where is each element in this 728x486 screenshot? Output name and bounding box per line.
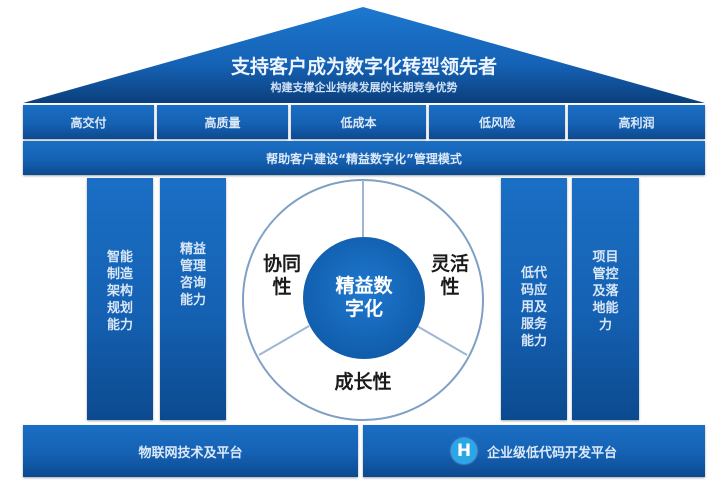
management-model-band: 帮助客户建设“精益数字化”管理模式 <box>23 141 705 175</box>
value-cell-high-quality: 高质量 <box>157 105 288 139</box>
wheel-segment-flexibility: 灵活 性 <box>430 253 469 298</box>
pillar-architecture-planning: 智能制造架构规划能力 <box>87 178 153 420</box>
value-cell-high-profit: 高利润 <box>568 105 705 139</box>
roof-title: 支持客户成为数字化转型领先者 <box>230 56 497 78</box>
wheel-segment-growth: 成长性 <box>334 371 392 393</box>
value-cell-high-delivery: 高交付 <box>23 105 154 139</box>
pillar-low-code-service: 低代码应用及服务能力 <box>501 178 567 420</box>
pillar-label: 智能制造架构规划能力 <box>106 249 133 333</box>
wheel-core-label: 精益数 字化 <box>335 275 393 320</box>
pillar-label: 精益管理咨询能力 <box>179 242 206 308</box>
value-cell-low-cost: 低成本 <box>291 105 426 139</box>
pillar-label: 低代码应用及服务能力 <box>520 265 547 349</box>
roof <box>23 7 705 103</box>
roof-subtitle: 构建支撑企业持续发展的长期竞争优势 <box>270 81 458 94</box>
h-logo-icon: H <box>450 438 477 464</box>
value-cell-low-risk: 低风险 <box>429 105 565 139</box>
foundation-iot-platform: 物联网技术及平台 <box>23 425 358 477</box>
wheel-segment-collaboration: 协同 性 <box>262 253 301 298</box>
pillar-lean-consulting: 精益管理咨询能力 <box>160 178 226 420</box>
pillar-project-delivery: 项目管控及落地能力 <box>572 178 639 420</box>
pillar-label: 项目管控及落地能力 <box>592 249 619 333</box>
foundation-low-code-label: 企业级低代码开发平台 <box>486 445 617 461</box>
foundation-low-code-platform: H 企业级低代码开发平台 <box>363 425 705 477</box>
